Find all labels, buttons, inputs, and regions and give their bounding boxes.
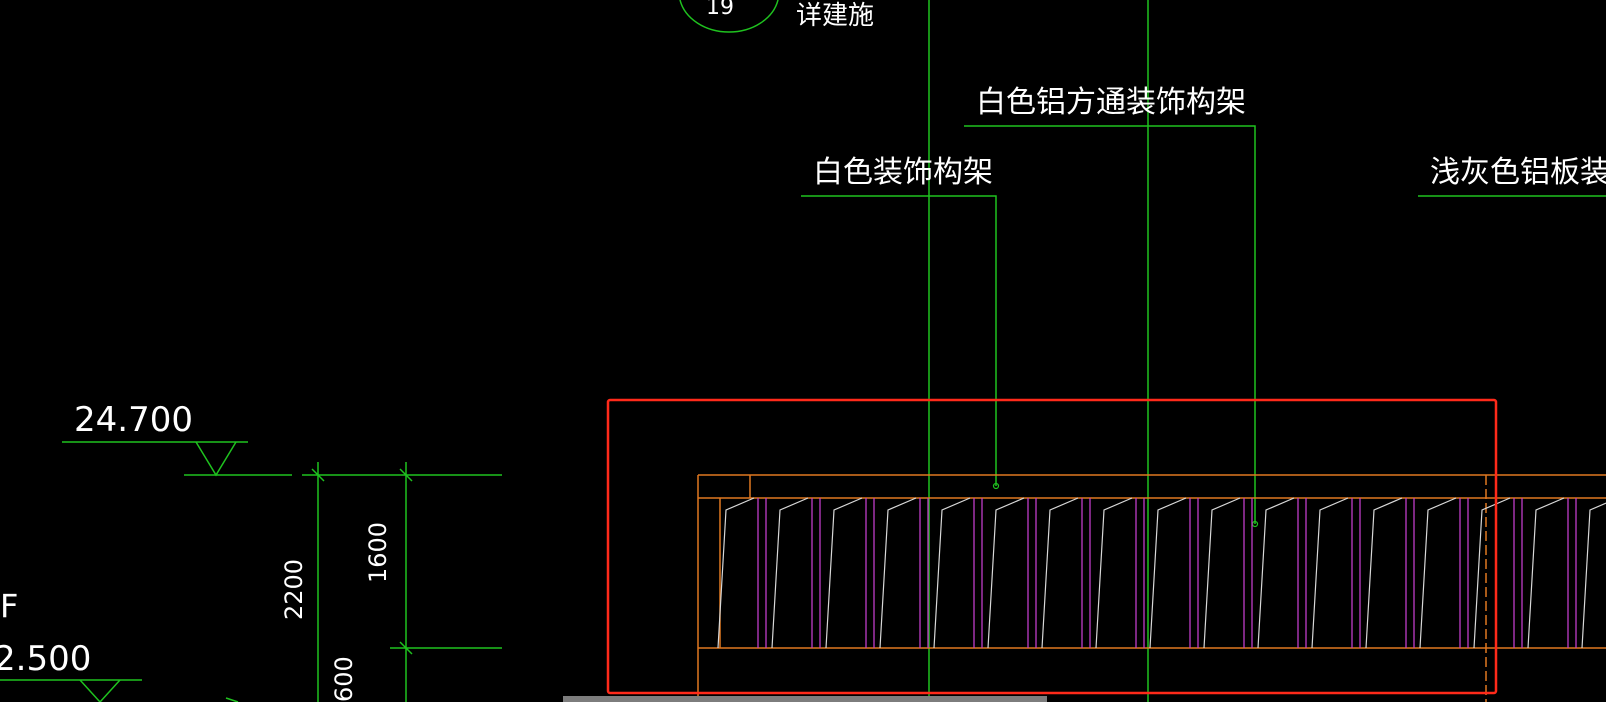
label-frame: 白色装饰构架 [813, 155, 993, 190]
decorative-frame[interactable] [697, 474, 1606, 702]
dimension-tick [399, 641, 413, 655]
leader-white-square-tube[interactable]: 白色铝方通装饰构架 [964, 85, 1259, 528]
aluminium-fin [1581, 502, 1606, 649]
aluminium-fin [1257, 497, 1295, 649]
leader-grey-panel[interactable]: 浅灰色铝板装饰构 [1418, 155, 1606, 197]
dimension-total: 2200 [280, 559, 308, 620]
aluminium-fin [879, 497, 917, 649]
aluminium-fin [933, 497, 971, 649]
elevation-value-upper: 24.700 [74, 400, 193, 440]
aluminium-fin [1419, 497, 1457, 649]
aluminium-fin [1203, 497, 1241, 649]
aluminium-fin [1149, 497, 1187, 649]
floor-marker: F [0, 587, 18, 625]
horizontal-scrollbar[interactable] [563, 696, 1047, 702]
leader-dot [992, 482, 1000, 490]
callout-circle [679, 0, 779, 33]
dimension-upper: 1600 [364, 522, 392, 583]
aluminium-fin [987, 497, 1025, 649]
dimension-tick [399, 468, 413, 482]
elevation-value-lower: 2.500 [0, 639, 91, 679]
dimension-tick [311, 468, 325, 482]
label-grey-panel: 浅灰色铝板装饰构 [1430, 155, 1606, 190]
dimension-tick [225, 697, 239, 702]
aluminium-fin [1365, 497, 1403, 649]
detail-callout[interactable]: 19 详建施 [679, 0, 874, 33]
leader-white-frame[interactable]: 白色装饰构架 [801, 155, 1000, 490]
dimension-lower: 600 [330, 656, 358, 702]
dimension-chain[interactable] [225, 462, 502, 702]
grid-lines [928, 0, 1149, 702]
aluminium-fin [717, 497, 755, 649]
aluminium-fin [771, 497, 809, 649]
aluminium-fin [825, 497, 863, 649]
callout-note: 详建施 [796, 1, 874, 31]
aluminium-fin [1473, 497, 1511, 649]
leader-line [964, 125, 1256, 524]
aluminium-fin [1311, 497, 1349, 649]
elevation-marker-upper[interactable]: 24.700 [62, 400, 292, 477]
aluminium-fin [1041, 497, 1079, 649]
label-square-tube: 白色铝方通装饰构架 [976, 85, 1246, 120]
selection-box[interactable] [606, 398, 1498, 695]
elevation-marker-lower[interactable]: F 2.500 [0, 587, 142, 702]
fin-group [717, 497, 1606, 649]
aluminium-fin [1527, 497, 1565, 649]
elevation-triangle [79, 679, 121, 702]
aluminium-fin [1095, 497, 1133, 649]
leader-line [801, 195, 997, 486]
callout-number: 19 [706, 0, 734, 20]
